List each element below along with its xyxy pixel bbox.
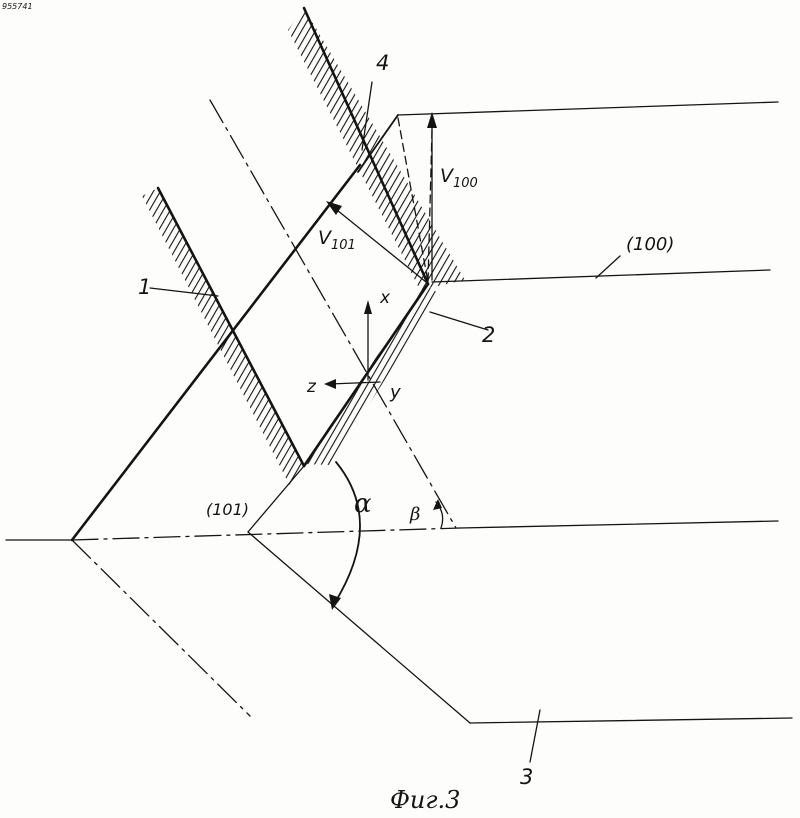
wall-1-edge — [158, 188, 304, 466]
alpha-label: α — [354, 489, 372, 519]
alpha-angle-arc — [334, 462, 360, 604]
base-line-right — [460, 521, 778, 528]
y-axis-label: y — [389, 382, 401, 403]
leader-2 — [430, 312, 488, 330]
plane-101-front-edge — [72, 165, 360, 540]
beta-label: β — [409, 504, 420, 525]
leader-100 — [596, 256, 620, 278]
z-axis-label: z — [306, 377, 317, 397]
plane-100-label: (100) — [626, 234, 674, 255]
top-contour-edge — [398, 102, 778, 115]
part-3-label: 3 — [520, 765, 533, 789]
base-line-dashdot — [72, 528, 460, 540]
part-2-label: 2 — [482, 323, 495, 347]
plane-101-lower-edge — [248, 532, 470, 723]
leader-3 — [530, 710, 540, 762]
x-axis-label: x — [379, 288, 391, 308]
part-4-label: 4 — [376, 51, 389, 75]
plane-100-edge — [432, 270, 770, 282]
plane-101-upper-edge — [248, 466, 304, 532]
wall-1-hatch — [142, 188, 304, 486]
bottom-contour-edge — [470, 718, 792, 723]
figure-caption: Фиг.3 — [390, 786, 460, 814]
z-axis-arrow-head — [324, 379, 336, 389]
corner-mark: 955741 — [2, 2, 33, 11]
v101-label: V101 — [318, 227, 356, 253]
part-1-label: 1 — [138, 275, 151, 299]
v100-label: V100 — [440, 165, 478, 191]
plane-101-label: (101) — [206, 500, 249, 519]
axis-line-lower-left — [72, 540, 250, 716]
x-axis-arrow-head — [364, 300, 372, 314]
